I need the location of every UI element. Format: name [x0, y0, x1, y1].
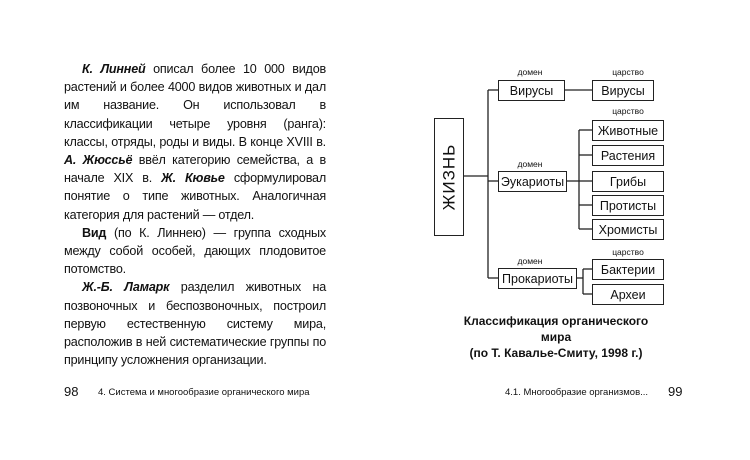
domain-box-prokaryotes: Прокариоты [498, 268, 577, 289]
name-lamarck: Ж.-Б. Ламарк [82, 280, 170, 295]
kingdom-box-fungi: Грибы [592, 171, 664, 192]
name-linnaeus: К. Линней [82, 62, 146, 76]
left-page-number: 98 [64, 384, 79, 399]
kingdom-box-viruses: Вирусы [592, 80, 654, 101]
kingdom-box-animals: Животные [592, 120, 664, 141]
domain-box-eukaryotes: Эукариоты [498, 171, 567, 192]
domain-box-viruses: Вирусы [498, 80, 565, 101]
root-life-box: ЖИЗНЬ [434, 118, 464, 236]
caption-line-1: Классификация органического мира [463, 314, 649, 344]
name-jussieu: А. Жюссьё [64, 153, 133, 168]
left-running-title: 4. Система и многообразие органического … [98, 387, 310, 398]
right-running-title: 4.1. Многообразие организмов... [505, 387, 649, 398]
name-cuvier: Ж. Кювье [161, 171, 225, 186]
paragraph-species: Вид (по К. Линнею) — группа сходных межд… [64, 225, 326, 277]
kingdom-label-viruses: царство [612, 67, 644, 77]
kingdom-label-prokaryotes: царство [612, 247, 644, 257]
domain-label-eukaryotes: домен [517, 159, 543, 169]
kingdom-box-plants: Растения [592, 145, 664, 166]
domain-label-prokaryotes: домен [517, 256, 543, 266]
kingdom-label-eukaryotes: царство [612, 106, 644, 116]
figure-caption: Классификация органического мира (по Т. … [448, 313, 664, 361]
root-life-label: ЖИЗНЬ [439, 143, 458, 211]
right-page-number: 99 [668, 384, 683, 399]
kingdom-box-protists: Протисты [592, 195, 664, 216]
caption-line-2: (по Т. Кавалье-Смиту, 1998 г.) [469, 346, 643, 360]
term-species: Вид [82, 225, 107, 240]
body-text: К. Линней описал более 10 000 видов раст… [64, 60, 326, 369]
kingdom-box-bacteria: Бактерии [592, 259, 664, 280]
kingdom-box-chromists: Хромисты [592, 219, 664, 240]
domain-label-viruses: домен [517, 67, 543, 77]
paragraph-lamarck: Ж.-Б. Ламарк разделил животных на позвон… [64, 280, 326, 368]
kingdom-box-archaea: Археи [592, 284, 664, 305]
paragraph-linnaeus: К. Линней описал более 10 000 видов раст… [64, 62, 326, 222]
